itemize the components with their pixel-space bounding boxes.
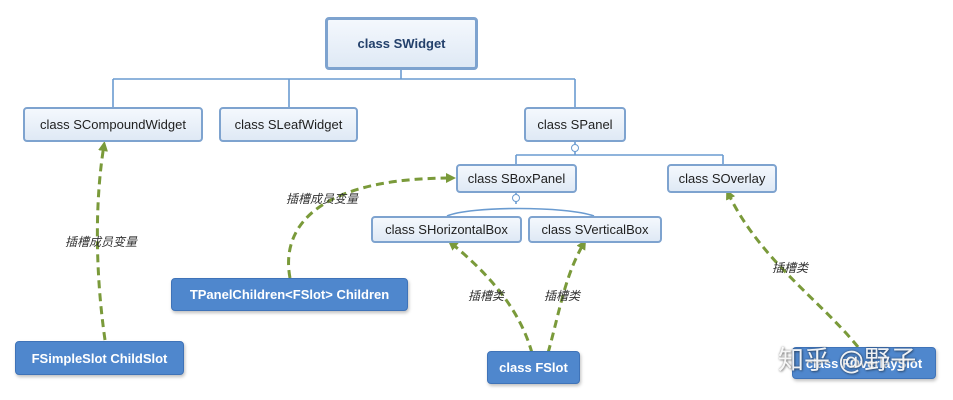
connector-sboxpanel-curve — [446, 207, 595, 217]
watermark: 知乎 @野子 — [778, 346, 917, 376]
arrow-foverlay-to-soverlay — [726, 189, 860, 348]
arrow-fslot-to-shorizontal — [447, 240, 534, 354]
tree-connectors — [112, 70, 724, 217]
arrow-fslot-to-svertical — [546, 239, 587, 354]
node-sboxpanel[interactable]: class SBoxPanel — [456, 164, 577, 193]
node-sleafwidget[interactable]: class SLeafWidget — [219, 107, 358, 142]
arrow-fsimpleslot-to-scompound — [95, 141, 108, 341]
node-tpanelchildren[interactable]: TPanelChildren<FSlot> Children — [171, 278, 408, 311]
node-foverlayslot[interactable]: class FOverlaySlot — [792, 347, 936, 379]
label-member-left: 插槽成员变量 — [65, 235, 138, 249]
label-member-mid: 插槽成员变量 — [286, 192, 359, 206]
collapse-spanel — [571, 144, 579, 152]
collapse-markers — [512, 144, 579, 202]
label-slot-b: 插槽类 — [544, 289, 581, 303]
node-scompoundwidget[interactable]: class SCompoundWidget — [23, 107, 203, 142]
node-fsimpleslot[interactable]: FSimpleSlot ChildSlot — [15, 341, 184, 375]
node-shorizontalbox[interactable]: class SHorizontalBox — [371, 216, 522, 243]
node-spanel[interactable]: class SPanel — [524, 107, 626, 142]
label-slot-a: 插槽类 — [468, 289, 505, 303]
label-slot-c: 插槽类 — [772, 261, 809, 275]
dashed-arrows — [95, 141, 860, 354]
node-fslot[interactable]: class FSlot — [487, 351, 580, 384]
node-swidget[interactable]: class SWidget — [325, 17, 478, 70]
arrow-tpanelchildren-to-sboxpanel — [287, 173, 456, 279]
node-soverlay[interactable]: class SOverlay — [667, 164, 777, 193]
collapse-sboxpanel — [512, 194, 520, 202]
node-sverticalbox[interactable]: class SVerticalBox — [528, 216, 662, 243]
